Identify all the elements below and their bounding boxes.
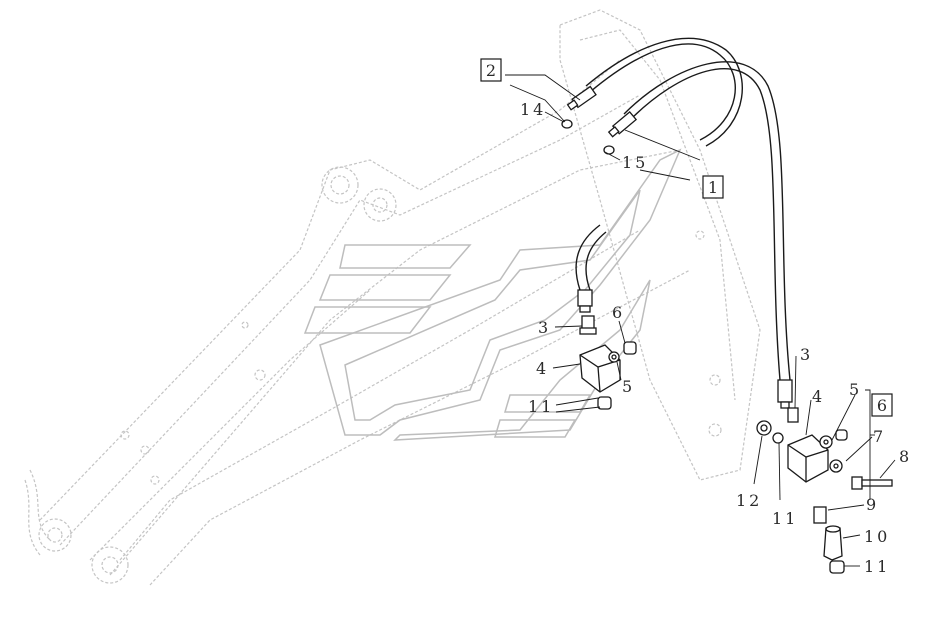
plug-6-left [623,341,637,355]
callout-15: 15 [622,153,648,172]
callout-11-bottom: 11 [864,557,890,576]
boxed-callout-2: 2 [480,58,502,82]
cap-right [835,429,848,441]
callout-9: 9 [866,495,879,514]
callout-14: 14 [520,100,546,119]
callout-10: 10 [864,527,890,546]
hose-fitting-b [607,111,638,138]
ghosted-logo-block [303,148,682,441]
o-ring-14 [561,119,573,129]
bolt-8 [851,476,893,490]
hose-a-inner [585,37,743,147]
adapter-3-right [787,407,799,423]
hose-a-outer [589,43,736,141]
callout-8: 8 [899,447,912,466]
callout-4-left: 4 [536,359,549,378]
boxed-callout-6: 6 [871,393,893,417]
plug-11-right [829,560,845,574]
valve-block-4-right [787,434,829,483]
boxed-callout-6-text: 6 [877,396,887,415]
boxed-callout-1-text: 1 [708,178,718,197]
callout-11-right: 11 [772,509,798,528]
hose-b-inner [623,61,791,381]
hose-fitting-a [566,85,597,111]
callout-5-right: 5 [849,380,862,399]
washer-11-right [772,432,784,444]
o-rings-upper [561,119,615,155]
hose-c-inner [585,231,607,291]
hose-fittings [566,85,793,409]
callout-12: 12 [736,491,762,510]
callout-labels: 14 15 3 6 4 5 11 3 4 5 7 8 12 11 9 10 11 [520,100,912,576]
right-valve-assembly [756,407,893,574]
cylinder-10 [823,527,843,561]
o-ring-15 [603,145,615,155]
callout-3-left: 3 [538,318,551,337]
hose-fitting-d [777,379,793,409]
hose-b-outer [629,68,781,381]
hose-fitting-c [577,289,593,313]
boxed-callout-1: 1 [702,175,724,199]
ghosted-boom-arm [24,9,761,586]
plug-11-left [597,396,612,410]
left-valve-assembly [579,315,637,410]
callout-5-left: 5 [622,377,635,396]
fitting-9 [813,506,827,524]
callout-6-left: 6 [612,303,625,322]
callout-11-left: 11 [528,397,554,416]
callout-4-right: 4 [812,387,825,406]
boxed-callout-2-text: 2 [486,61,496,80]
hose-c-outer [575,224,601,291]
leader-lines [505,74,896,567]
callout-7: 7 [873,427,886,446]
callout-3-right: 3 [800,345,813,364]
hydraulic-hoses [575,37,791,381]
